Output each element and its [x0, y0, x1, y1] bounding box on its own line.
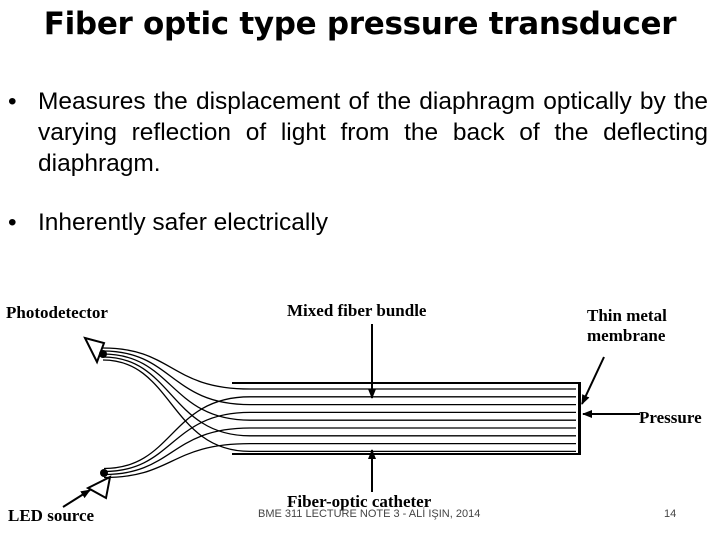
fiber-strand — [102, 353, 576, 421]
fiber-strand — [102, 356, 576, 437]
led-source-device — [85, 469, 112, 500]
fiber-optic-diagram: Photodetector Mixed fiber bundle Thin me… — [0, 285, 720, 540]
bullet-dot: • — [8, 88, 17, 115]
membrane-arrow — [581, 356, 605, 405]
fiber-strand — [103, 442, 576, 479]
bullet-item-2: • Inherently safer electrically — [8, 207, 708, 238]
bullet-list: • Measures the displacement of the diaph… — [8, 86, 708, 238]
pressure-label: Pressure — [639, 408, 702, 427]
label-arrows — [62, 324, 640, 508]
catheter-tube — [232, 382, 578, 455]
slide-footer: BME 311 LECTURE NOTE 3 - ALİ IŞIN, 2014 … — [0, 508, 720, 526]
photodetector-device — [83, 336, 107, 365]
footer-note: BME 311 LECTURE NOTE 3 - ALİ IŞIN, 2014 — [258, 508, 481, 520]
fiber-strand — [102, 350, 576, 406]
fiber-strand — [102, 347, 576, 390]
fiber-strand — [103, 396, 576, 470]
bullet-item-1: • Measures the displacement of the diaph… — [8, 86, 708, 179]
fiber-strand — [103, 411, 576, 473]
page-number: 14 — [664, 508, 677, 520]
thin-metal-label-line2: membrane — [587, 326, 666, 345]
bullet-text-2: Inherently safer electrically — [38, 209, 329, 236]
led-source-label: LED source — [8, 506, 95, 525]
fiber-strand — [103, 427, 576, 476]
bullet-dot: • — [8, 209, 17, 236]
thin-metal-label-line1: Thin metal — [587, 306, 667, 325]
photodetector-label: Photodetector — [6, 303, 108, 322]
mixed-fiber-bundle-label: Mixed fiber bundle — [287, 301, 427, 320]
bullet-text-1: Measures the displacement of the diaphra… — [38, 88, 708, 177]
fiber-strand — [102, 359, 576, 453]
fiber-bundle — [102, 347, 576, 479]
fiber-optic-catheter-label: Fiber-optic catheter — [287, 492, 432, 511]
led-arrow — [62, 489, 91, 508]
thin-metal-membrane — [578, 382, 581, 455]
slide-title: Fiber optic type pressure transducer — [43, 6, 677, 42]
